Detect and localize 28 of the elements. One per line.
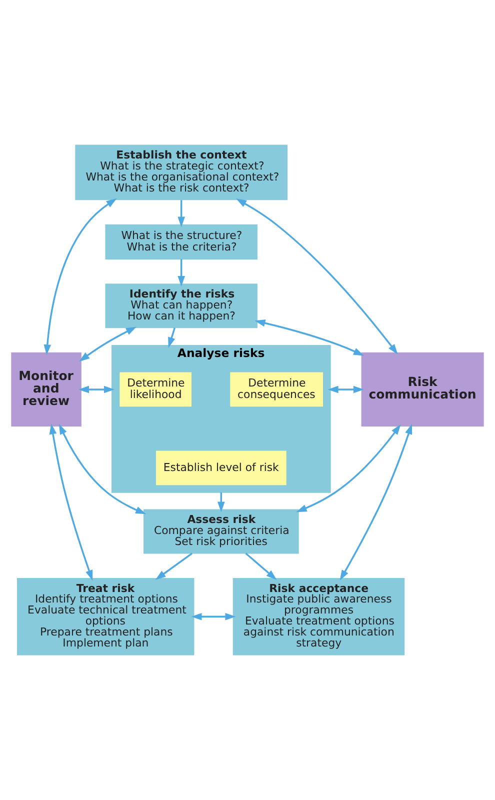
node-box: What is the structure? What is the criteria? — [105, 224, 258, 260]
node-box: Risk communication — [361, 352, 484, 427]
arrow — [178, 200, 185, 228]
arrow — [58, 424, 146, 514]
node-box: Risk acceptance Instigate public awareness programmes Evaluate treatment options against risk communication strategy — [232, 578, 405, 656]
arrow — [328, 386, 364, 394]
arrow — [44, 198, 117, 356]
node-box: Treat risk Identify treatment options Evaluate technical treatment options Prepare treatment plans Implement plan — [17, 578, 194, 656]
node-box: Determine likelihood — [120, 372, 192, 407]
arrow — [296, 424, 401, 512]
node-box: Establish level of risk — [156, 450, 286, 486]
node-box: Establish the context What is the strategic context? What is the organisational context? What is the risk context? — [75, 144, 288, 200]
arrow — [49, 424, 93, 581]
arrow — [340, 424, 412, 581]
arrow — [155, 552, 192, 580]
arrow — [245, 552, 277, 580]
node-box: Identify the risks What can happen? How can it happen? — [105, 284, 258, 328]
arrow — [78, 386, 114, 394]
node-box: Monitor and review — [11, 352, 82, 427]
arrow — [217, 492, 225, 512]
node-box: Determine consequences — [230, 372, 324, 407]
arrow — [79, 326, 137, 362]
arrow — [191, 612, 236, 620]
arrow — [254, 320, 364, 356]
arrow — [168, 328, 176, 348]
node-box: Assess risk Compare against criteria Set risk priorities — [143, 509, 299, 554]
arrow — [236, 198, 398, 354]
arrow — [178, 259, 185, 286]
